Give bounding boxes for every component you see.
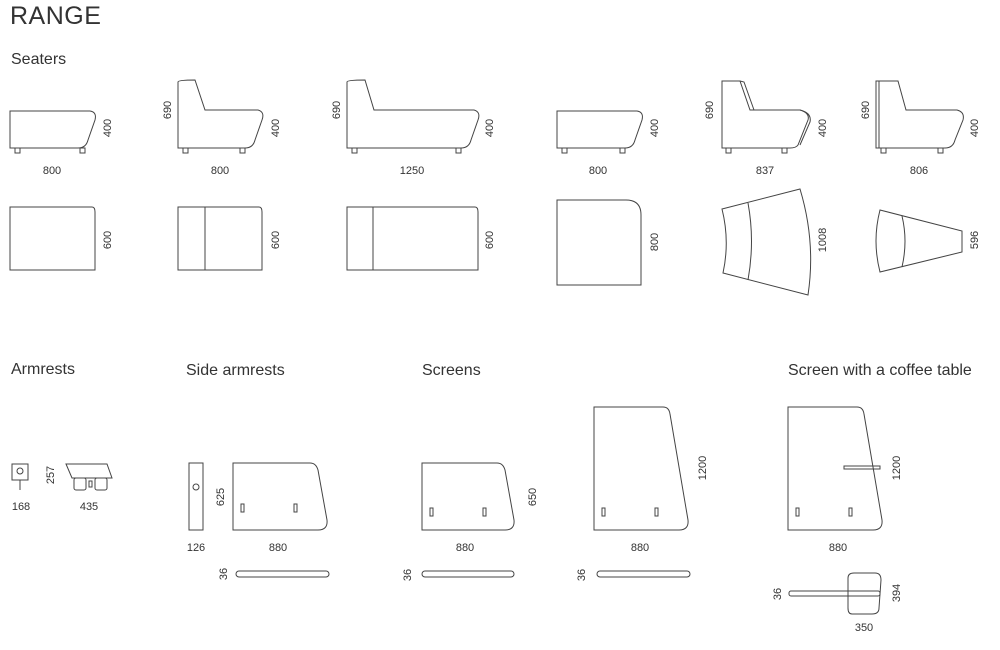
dimension: 168 bbox=[11, 501, 31, 513]
dimension: 36 bbox=[402, 568, 414, 582]
seater-3-side-drawing bbox=[346, 79, 480, 154]
seater-1-top-drawing bbox=[9, 206, 96, 271]
armrest-b-drawing bbox=[65, 463, 113, 491]
dimension: 36 bbox=[772, 587, 784, 601]
dimension: 600 bbox=[484, 230, 496, 250]
dimension: 690 bbox=[162, 100, 174, 120]
dimension: 1200 bbox=[891, 455, 903, 481]
side-armrest-drawing bbox=[188, 462, 330, 578]
dimension: 690 bbox=[860, 100, 872, 120]
seater-4-side-drawing bbox=[556, 110, 643, 154]
dimension: 400 bbox=[969, 118, 981, 138]
dimension: 400 bbox=[649, 118, 661, 138]
dimension: 36 bbox=[218, 567, 230, 581]
dimension: 625 bbox=[215, 487, 227, 507]
seater-4-top-drawing bbox=[556, 199, 642, 286]
dimension: 600 bbox=[270, 230, 282, 250]
dimension: 650 bbox=[527, 487, 539, 507]
seater-2-side-drawing bbox=[177, 79, 264, 154]
screen-coffee-table-drawing bbox=[787, 406, 883, 615]
seater-6-top-drawing bbox=[875, 209, 963, 273]
dimension: 880 bbox=[455, 542, 475, 554]
dimension: 800 bbox=[588, 165, 608, 177]
section-seaters: Seaters bbox=[11, 51, 67, 68]
seater-3-top-drawing bbox=[346, 206, 479, 271]
dimension: 36 bbox=[576, 568, 588, 582]
dimension: 800 bbox=[42, 165, 62, 177]
dimension: 435 bbox=[79, 501, 99, 513]
screen-tall-drawing bbox=[593, 406, 691, 578]
dimension: 880 bbox=[828, 542, 848, 554]
seater-5-side-drawing bbox=[721, 80, 811, 154]
armrest-a-drawing bbox=[11, 463, 29, 490]
dimension: 400 bbox=[270, 118, 282, 138]
dimension: 806 bbox=[909, 165, 929, 177]
dimension: 880 bbox=[268, 542, 288, 554]
page-title: RANGE bbox=[10, 2, 102, 30]
seater-2-top-drawing bbox=[177, 206, 263, 271]
dimension: 1250 bbox=[399, 165, 425, 177]
section-screen-coffee-table: Screen with a coffee table bbox=[788, 362, 972, 379]
dimension: 600 bbox=[102, 230, 114, 250]
section-screens: Screens bbox=[422, 362, 481, 379]
dimension: 257 bbox=[45, 465, 57, 485]
dimension: 800 bbox=[210, 165, 230, 177]
dimension: 837 bbox=[755, 165, 775, 177]
dimension: 350 bbox=[854, 622, 874, 634]
section-side-armrests: Side armrests bbox=[186, 362, 285, 379]
seater-5-top-drawing bbox=[721, 188, 812, 296]
dimension: 1008 bbox=[817, 227, 829, 253]
seater-6-side-drawing bbox=[875, 80, 964, 154]
dimension: 400 bbox=[484, 118, 496, 138]
dimension: 400 bbox=[102, 118, 114, 138]
dimension: 596 bbox=[969, 230, 981, 250]
dimension: 800 bbox=[649, 232, 661, 252]
screen-small-drawing bbox=[421, 462, 515, 578]
dimension: 1200 bbox=[697, 455, 709, 481]
section-armrests: Armrests bbox=[11, 361, 75, 378]
dimension: 690 bbox=[331, 100, 343, 120]
seater-1-side-drawing bbox=[9, 110, 96, 154]
dimension: 126 bbox=[186, 542, 206, 554]
dimension: 880 bbox=[630, 542, 650, 554]
dimension: 394 bbox=[891, 583, 903, 603]
dimension: 400 bbox=[817, 118, 829, 138]
dimension: 690 bbox=[704, 100, 716, 120]
